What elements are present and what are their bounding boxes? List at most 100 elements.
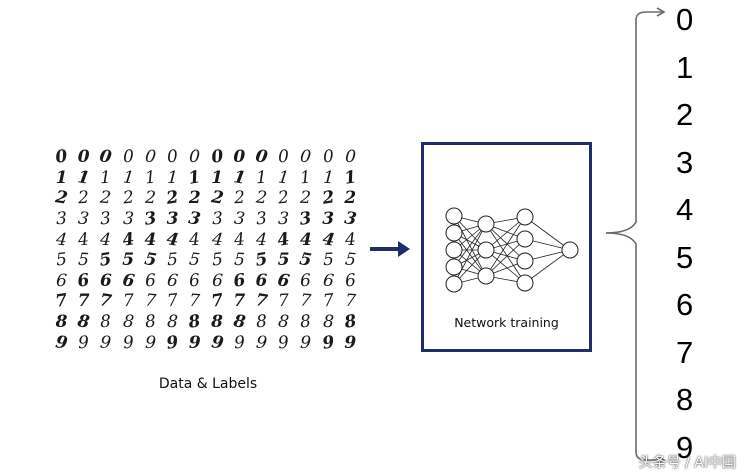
class-label-2: 2: [676, 97, 694, 132]
digit-sample: 7: [98, 290, 114, 313]
digit-sample: 3: [166, 209, 179, 230]
digit-sample: 8: [76, 311, 92, 333]
digit-sample: 5: [188, 249, 202, 271]
digit-sample: 8: [187, 311, 203, 333]
digit-sample: 7: [143, 290, 157, 312]
digit-sample: 9: [233, 332, 246, 353]
network-edge: [453, 223, 487, 285]
flow-arrow-icon: [370, 241, 410, 257]
network-node: [445, 207, 463, 225]
digit-sample: 7: [122, 291, 135, 312]
digit-sample: 4: [232, 229, 246, 251]
digit-sample: 3: [55, 208, 68, 230]
digit-sample: 2: [233, 188, 246, 209]
digit-sample: 5: [142, 249, 158, 272]
digit-sample: 5: [277, 250, 290, 271]
network-edge: [485, 223, 526, 262]
network-edge: [485, 223, 526, 284]
digit-sample: 1: [299, 167, 313, 189]
digit-sample: 7: [254, 290, 269, 313]
digit-sample: 5: [55, 249, 68, 271]
digit-sample: 2: [344, 188, 357, 209]
network-edge: [524, 249, 571, 284]
digit-sample: 0: [122, 147, 135, 168]
digit-sample: 3: [232, 208, 246, 230]
digit-sample: 1: [166, 167, 179, 189]
digit-sample: 4: [55, 229, 68, 251]
network-node: [477, 241, 495, 259]
digit-sample: 0: [344, 147, 357, 168]
digit-sample: 3: [298, 208, 314, 230]
class-label-9: 9: [676, 429, 694, 465]
digit-sample: 2: [77, 188, 90, 209]
digit-sample: 4: [144, 229, 157, 250]
digit-sample: 1: [143, 167, 157, 189]
digit-sample: 9: [277, 332, 291, 354]
digit-sample: 5: [210, 249, 224, 271]
class-label-4: 4: [676, 192, 694, 227]
digit-sample: 0: [299, 146, 313, 168]
digit-sample: 0: [98, 146, 114, 169]
network-edge: [485, 249, 526, 284]
class-label-1: 1: [676, 49, 694, 85]
network-edge: [453, 223, 487, 268]
digit-sample: 2: [54, 187, 69, 210]
digit-sample: 6: [231, 270, 247, 292]
digit-sample: 1: [255, 167, 268, 189]
digit-sample: 9: [165, 331, 181, 354]
digit-sample: 7: [277, 291, 290, 312]
digit-sample: 9: [188, 332, 201, 353]
digit-sample: 6: [343, 270, 357, 292]
digit-sample: 1: [99, 167, 112, 189]
digit-sample: 0: [233, 147, 246, 168]
digit-sample: 9: [320, 331, 336, 354]
digit-sample: 8: [99, 311, 112, 333]
digit-sample: 0: [277, 147, 290, 168]
digit-sample: 8: [166, 311, 179, 333]
digit-sample: 2: [299, 188, 312, 209]
digit-sample: 2: [144, 188, 157, 209]
digit-sample: 4: [99, 229, 112, 250]
class-label-8: 8: [676, 382, 694, 417]
digit-sample: 6: [76, 270, 92, 292]
digit-sample: 4: [165, 228, 181, 251]
digit-sample: 6: [211, 270, 223, 292]
data-labels-caption: Data & Labels: [158, 376, 258, 392]
digit-sample: 3: [99, 208, 113, 230]
digit-sample: 7: [299, 290, 313, 312]
digit-sample: 4: [210, 229, 224, 251]
network-node: [477, 215, 495, 233]
digit-sample: 5: [166, 249, 179, 271]
digit-sample: 6: [255, 270, 268, 291]
digit-sample: 8: [322, 311, 335, 333]
digit-sample: 9: [121, 332, 135, 354]
network-node: [561, 241, 579, 259]
digit-sample: 1: [55, 167, 68, 188]
digit-sample: 7: [77, 291, 90, 312]
digit-sample: 9: [99, 332, 113, 354]
digit-sample: 9: [77, 332, 90, 353]
digit-sample: 2: [277, 187, 291, 209]
digit-sample: 1: [322, 167, 335, 189]
digit-sample: 3: [142, 208, 158, 230]
digit-sample: 8: [143, 311, 157, 333]
network-node: [445, 275, 463, 293]
digit-sample: 3: [211, 208, 223, 230]
digit-sample: 9: [255, 332, 268, 354]
digit-sample: 2: [209, 187, 225, 210]
digit-sample: 2: [188, 188, 201, 209]
digit-sample: 1: [231, 167, 247, 189]
digit-sample: 8: [299, 311, 313, 333]
digit-sample: 4: [77, 229, 91, 251]
network-node: [477, 267, 495, 285]
digit-sample: 9: [209, 331, 225, 354]
digit-sample: 6: [166, 270, 180, 292]
digit-sample: 8: [342, 311, 358, 333]
class-label-6: 6: [676, 287, 694, 322]
digit-sample: 2: [255, 187, 268, 209]
digit-sample: 6: [100, 270, 112, 291]
